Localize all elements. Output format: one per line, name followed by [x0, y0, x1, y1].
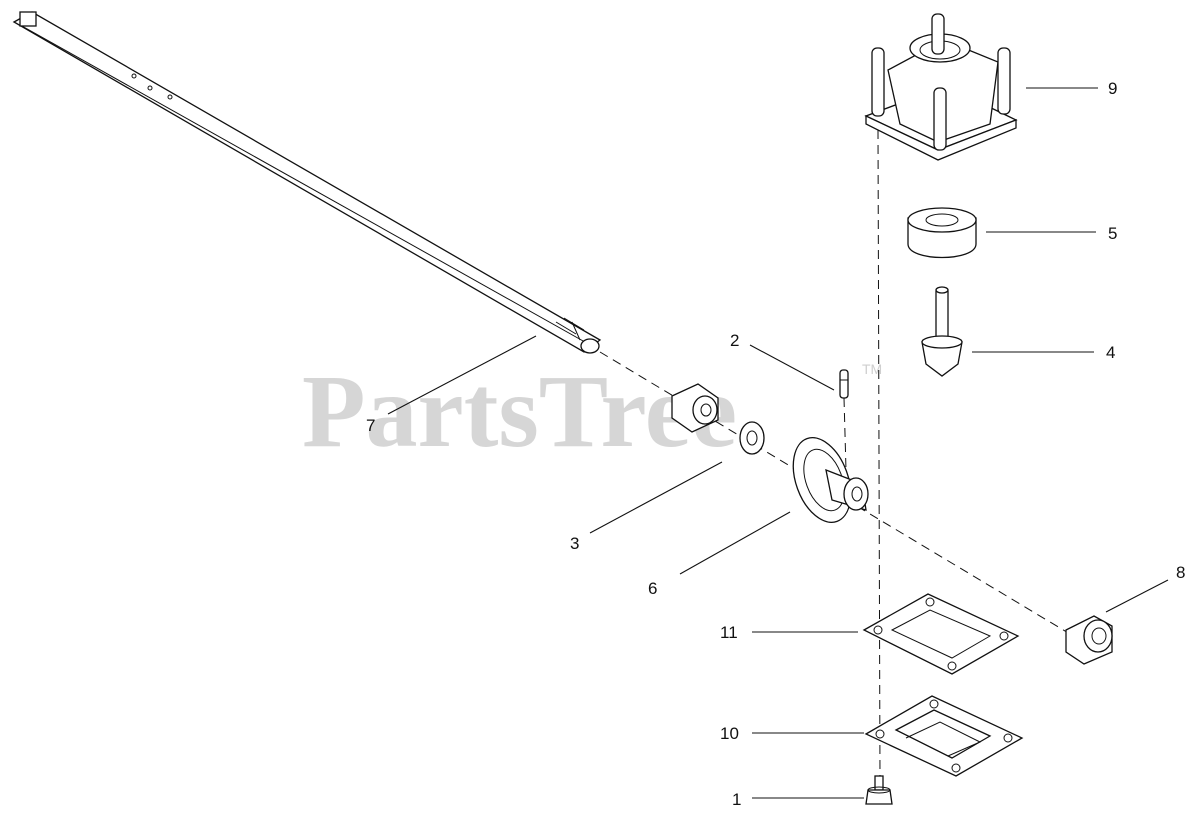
- pinion-shaft-top: [935, 286, 949, 294]
- callout-9[interactable]: 9: [1108, 79, 1117, 98]
- shaft-tip: [19, 11, 37, 27]
- leader-2: [749, 344, 835, 391]
- leader-lines: [387, 87, 1169, 799]
- shaft-hole-3: [167, 94, 173, 100]
- part-10-cover[interactable]: [864, 695, 1024, 777]
- bolt-shank: [874, 775, 884, 791]
- part-5-bearing[interactable]: [907, 207, 977, 259]
- gasket-inner: [890, 609, 992, 659]
- cover-dish: [894, 709, 992, 759]
- cover-hole-1: [875, 729, 885, 739]
- callout-8[interactable]: 8: [1176, 563, 1185, 582]
- leader-3: [589, 461, 723, 534]
- bushing-face: [692, 395, 718, 425]
- callout-6[interactable]: 6: [648, 579, 657, 598]
- part-3-washer[interactable]: [739, 421, 765, 455]
- callout-7[interactable]: 7: [366, 416, 375, 435]
- part-11-gasket[interactable]: [862, 593, 1020, 675]
- callout-1[interactable]: 1: [732, 790, 741, 809]
- bearing-bore: [925, 213, 959, 227]
- gasket-hole-2: [925, 597, 935, 607]
- pinion-shaft: [935, 287, 949, 341]
- bolt-flange: [867, 786, 891, 794]
- cover-hole-4: [951, 763, 961, 773]
- bushing-bore: [700, 403, 712, 417]
- pin-body: [839, 369, 849, 399]
- leader-6: [679, 511, 791, 575]
- housing-post-front: [933, 87, 947, 151]
- shaft-hole-1: [131, 73, 137, 79]
- callout-5[interactable]: 5: [1108, 224, 1117, 243]
- watermark-trademark: TM: [862, 361, 882, 377]
- part-4-pinion-gear[interactable]: [921, 286, 963, 377]
- leader-7: [387, 335, 537, 415]
- callout-4[interactable]: 4: [1106, 343, 1115, 362]
- bearing-top: [907, 207, 977, 233]
- gasket-hole-1: [873, 625, 883, 635]
- pinion-top-face: [921, 335, 963, 349]
- callout-3[interactable]: 3: [570, 534, 579, 553]
- watermark-text: PartsTree: [302, 354, 737, 469]
- shaft-highlight: [21, 25, 593, 347]
- bolt-head: [865, 789, 893, 805]
- part-6-bevel-gear[interactable]: [783, 430, 869, 530]
- callout-10[interactable]: 10: [720, 724, 739, 743]
- callout-11[interactable]: 11: [720, 623, 738, 642]
- cover-hole-3: [1003, 733, 1013, 743]
- gasket-hole-3: [999, 631, 1009, 641]
- vertical-axis-centerline: [877, 129, 881, 781]
- cover-hole-2: [929, 699, 939, 709]
- watermark: PartsTree TM: [302, 354, 882, 469]
- callout-labels: 1 2 3 4 5 6 7 8 9 10 11: [366, 79, 1185, 809]
- gear-hub-face: [843, 477, 869, 511]
- housing-post-right: [997, 47, 1011, 115]
- shaft-bushing[interactable]: [671, 383, 719, 433]
- callout-2[interactable]: 2: [730, 331, 739, 350]
- part-7-shaft[interactable]: [12, 11, 602, 354]
- part-1-bolt[interactable]: [865, 775, 893, 805]
- part-8-bushing[interactable]: [1065, 615, 1113, 665]
- shaft-end: [580, 338, 600, 354]
- shaft-hole-2: [147, 85, 153, 91]
- housing-post-back: [931, 13, 945, 55]
- gasket-outer: [862, 593, 1020, 675]
- part-2-pin[interactable]: [839, 369, 849, 399]
- gear-bore: [851, 486, 863, 502]
- housing-post-left: [871, 47, 885, 117]
- washer-outer: [739, 421, 765, 455]
- bushing8-face: [1083, 619, 1113, 653]
- shaft-slot: [555, 317, 585, 341]
- gear-inner-ring: [803, 448, 845, 512]
- pin-centerline: [843, 397, 847, 471]
- cover-dish-floor: [905, 721, 982, 757]
- gasket-hole-4: [947, 661, 957, 671]
- leader-8: [1105, 579, 1169, 613]
- part-9-gear-housing[interactable]: [864, 13, 1018, 161]
- bushing8-bore: [1091, 627, 1107, 645]
- washer-inner: [746, 430, 758, 446]
